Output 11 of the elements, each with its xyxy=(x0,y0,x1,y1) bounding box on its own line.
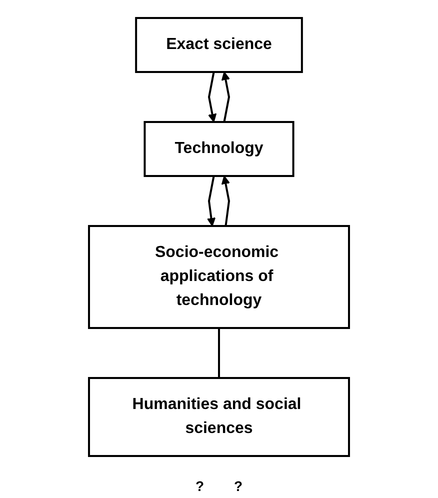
arrow xyxy=(208,72,217,122)
node-box: Exact science xyxy=(135,17,303,73)
connector xyxy=(218,328,220,378)
node-box: Humanities and social sciences xyxy=(88,377,350,457)
node-box: Socio-economic applications of technology xyxy=(88,225,350,329)
question-mark-note: ? xyxy=(234,478,243,494)
arrow xyxy=(221,72,230,122)
arrow xyxy=(221,176,230,226)
arrow xyxy=(206,176,216,226)
question-mark-note: ? xyxy=(195,478,204,494)
node-box: Technology xyxy=(144,121,294,177)
